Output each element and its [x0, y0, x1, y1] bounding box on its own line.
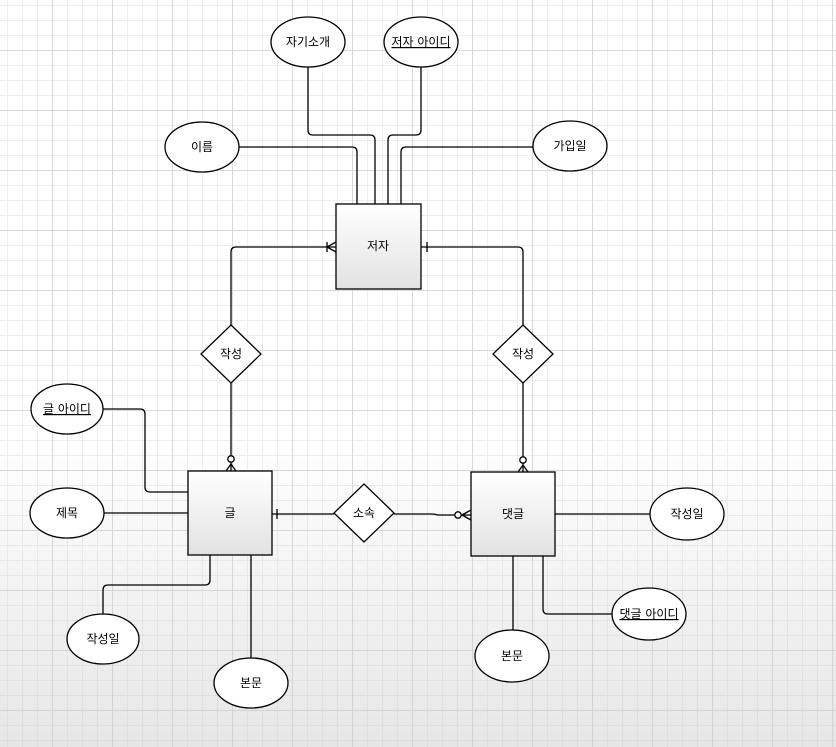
- attr-post-title-label: 제목: [56, 506, 78, 520]
- attr-post-body[interactable]: 본문: [213, 657, 289, 709]
- entity-author[interactable]: 저자: [335, 203, 422, 290]
- edge-author-name: [239, 146, 358, 204]
- edge-comment-id: [542, 556, 613, 615]
- entity-author-label: 저자: [367, 239, 389, 253]
- attr-post-date-label: 작성일: [86, 632, 119, 646]
- entity-post[interactable]: 글: [187, 470, 273, 556]
- attr-author-id-label: 저자 아이디: [391, 35, 450, 49]
- attr-post-date[interactable]: 작성일: [66, 613, 140, 665]
- relationship-post-comment[interactable]: 소속: [333, 483, 395, 543]
- entity-comment-label: 댓글: [502, 507, 524, 521]
- edge-post-id: [103, 408, 188, 493]
- relationship-author-post[interactable]: 작성: [200, 324, 262, 384]
- attr-author-name-label: 이름: [191, 140, 213, 154]
- relationship-author-comment-label: 작성: [512, 347, 534, 361]
- edge-author-bio: [307, 67, 376, 204]
- entity-post-label: 글: [224, 506, 235, 520]
- attr-post-title[interactable]: 제목: [29, 487, 105, 539]
- attr-author-bio[interactable]: 자기소개: [270, 16, 346, 68]
- entity-comment[interactable]: 댓글: [470, 471, 556, 557]
- attr-comment-id[interactable]: 댓글 아이디: [611, 587, 687, 641]
- edge-author-write-comment-top: [421, 246, 524, 325]
- edge-author-id: [387, 67, 422, 204]
- attr-author-name[interactable]: 이름: [164, 121, 240, 173]
- relationship-author-post-label: 작성: [220, 347, 242, 361]
- attr-post-id[interactable]: 글 아이디: [30, 383, 104, 435]
- crow-foot-comment-left: [454, 509, 472, 521]
- attr-author-id[interactable]: 저자 아이디: [383, 16, 459, 68]
- attr-comment-date[interactable]: 작성일: [649, 487, 725, 541]
- crow-foot-comment-top: [517, 456, 529, 473]
- attr-author-joined[interactable]: 가입일: [532, 120, 608, 172]
- edge-author-write-post-top: [230, 246, 336, 325]
- cardinality-markers: [225, 241, 529, 521]
- crow-foot-post-top: [225, 455, 237, 472]
- attr-post-body-label: 본문: [240, 676, 262, 690]
- attr-comment-body-label: 본문: [501, 649, 523, 663]
- attr-comment-body[interactable]: 본문: [474, 629, 550, 683]
- attr-post-id-label: 글 아이디: [43, 402, 91, 416]
- attr-author-bio-label: 자기소개: [286, 35, 330, 49]
- edge-belong-comment: [394, 513, 471, 516]
- relationship-author-comment[interactable]: 작성: [492, 324, 554, 384]
- edge-author-joined: [400, 146, 534, 204]
- edge-post-date: [102, 555, 211, 614]
- crow-foot-author-left: [326, 241, 337, 253]
- attr-comment-id-label: 댓글 아이디: [619, 607, 678, 621]
- attr-comment-date-label: 작성일: [670, 507, 703, 521]
- relationship-post-comment-label: 소속: [353, 506, 375, 520]
- connectors: [102, 67, 650, 661]
- attr-author-joined-label: 가입일: [553, 139, 586, 153]
